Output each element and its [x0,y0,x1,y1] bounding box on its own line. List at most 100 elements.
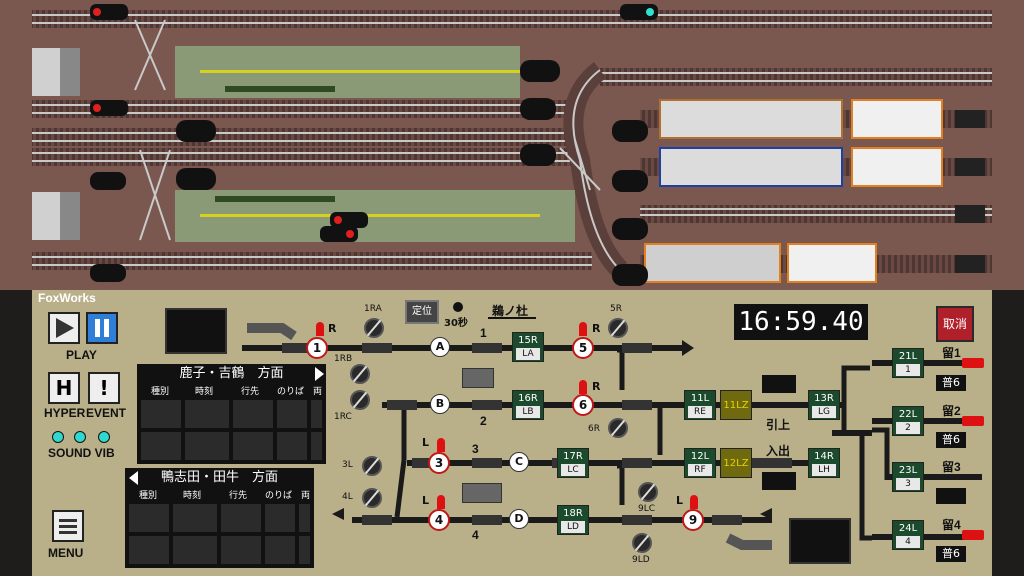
hyper-label: HYPER [44,406,86,420]
siding-4-status: 普6 [936,546,966,562]
play-button[interactable] [48,312,80,344]
knob-1RB[interactable] [350,364,370,384]
black-box-2 [762,472,796,490]
train-box-lower [789,518,851,564]
cancel-button[interactable]: 取消 [936,306,974,342]
teii-indicator: 定位 [405,300,439,324]
track-D-label[interactable]: D [509,509,529,529]
track-num-1: 1 [480,326,487,340]
menu-label: MENU [48,546,84,560]
track-sd4 [872,534,982,540]
col-type: 種別 [151,387,170,397]
siding-3-name: 留3 [942,460,961,474]
siding-2-status: 普6 [936,432,966,448]
track-num-2: 2 [480,414,487,428]
play-icon [56,318,74,338]
knob-9LC[interactable] [638,482,658,502]
railyard-view [0,0,1024,290]
col-track: のりば [277,387,305,397]
label-9LC: 9LC [638,504,656,514]
camera-box [462,483,502,503]
menu-icon [59,519,77,534]
knob-4L[interactable] [362,488,382,508]
control-panel: FoxWorks PLAY H ! HYPER EVENT SOUND VIB … [32,290,992,576]
label-4L: 4L [342,492,353,502]
knob-6R[interactable] [608,418,628,438]
signal-6-dir: R [592,380,601,393]
track-A-label[interactable]: A [430,337,450,357]
signal-1[interactable]: 1 [306,337,328,359]
signal-3[interactable]: 3 [428,452,450,474]
hikiage-label: 引上 [766,418,791,432]
hyper-button[interactable]: H [48,372,80,404]
signal-5[interactable]: 5 [572,337,594,359]
event-button[interactable]: ! [88,372,120,404]
knob-9LD[interactable] [632,533,652,553]
menu-button[interactable] [52,510,84,542]
pause-button[interactable] [86,312,118,344]
label-5R: 5R [610,304,622,314]
track-num-3: 3 [472,442,479,456]
col-dest: 行先 [229,491,248,501]
track-sd2 [872,418,982,424]
train-1 [659,99,943,139]
board-upper-cols: 種別 時刻 行先 のりば 両 [137,384,326,398]
timer-dot [453,302,463,312]
track-B-label[interactable]: B [430,394,450,414]
signal-1-dir: R [328,322,337,335]
signal-4[interactable]: 4 [428,509,450,531]
departure-board-lower: 鴨志田・田牛 方面 種別 時刻 行先 のりば 両 [125,468,314,568]
siding-4-name: 留4 [942,518,961,532]
col-type: 種別 [139,491,158,501]
station-underline [488,317,536,319]
label-1RC: 1RC [334,412,352,422]
knob-1RC[interactable] [350,390,370,410]
board-lower-prev-arrow[interactable] [129,471,138,485]
pause-icon [95,319,109,337]
knob-3L[interactable] [362,456,382,476]
col-cars: 両 [313,387,323,397]
game-clock: 16:59.40 [734,304,868,340]
signal-4-dir: L [422,494,430,507]
label-6R: 6R [588,424,600,434]
signal-9[interactable]: 9 [682,509,704,531]
col-time: 時刻 [195,387,214,397]
track-B-ext [692,402,842,408]
black-box-1 [762,375,796,393]
track-main-right [832,430,872,436]
hyper-key: H [55,376,73,400]
col-dest: 行先 [241,387,260,397]
route-12LZ[interactable]: 12LZ [720,448,752,478]
station-name: 鵜ノ杜 [492,304,529,318]
signal-3-dir: L [422,436,430,449]
track-num-4: 4 [472,528,479,542]
board-upper-next-arrow[interactable] [315,367,324,381]
knob-1RA[interactable] [364,318,384,338]
iride-label: 入出 [766,444,791,458]
train-3 [644,243,877,283]
event-label: EVENT [86,406,127,420]
yard-map [32,4,992,286]
sound-vib-label: SOUND VIB [48,446,115,460]
knob-5R[interactable] [608,318,628,338]
route-11LZ[interactable]: 11LZ [720,390,752,420]
track-C-label[interactable]: C [509,452,529,472]
siding-2-name: 留2 [942,404,961,418]
brand-logo: FoxWorks [38,291,96,305]
siding-1-name: 留1 [942,346,961,360]
signal-5-dir: R [592,322,601,335]
signal-6[interactable]: 6 [572,394,594,416]
label-1RA: 1RA [364,304,382,314]
